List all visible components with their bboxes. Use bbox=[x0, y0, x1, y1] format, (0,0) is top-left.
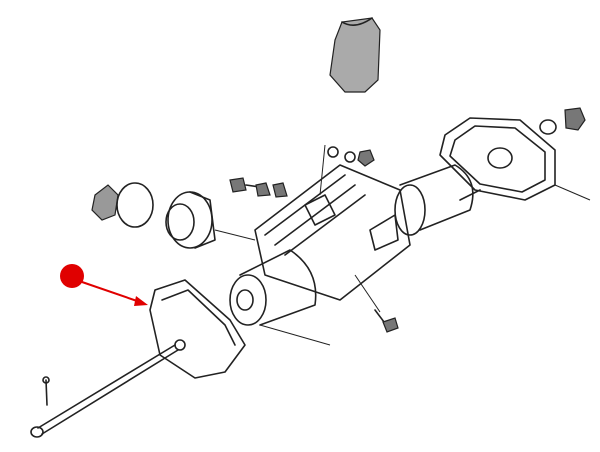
nut-washer-right bbox=[539, 107, 586, 135]
main-body-housing bbox=[254, 164, 411, 301]
rear-bulb-housing bbox=[394, 164, 474, 236]
callout-marker bbox=[60, 264, 148, 306]
marker-dot bbox=[60, 264, 84, 288]
front-lens-part bbox=[149, 279, 246, 379]
left-nut-ring-socket bbox=[91, 182, 256, 249]
rubber-boot-part bbox=[329, 17, 381, 93]
rear-lens-part bbox=[439, 117, 591, 201]
marker-arrowhead bbox=[134, 296, 148, 306]
fastener-set bbox=[229, 144, 375, 198]
marker-arrow-line bbox=[81, 281, 141, 303]
long-screw-rod bbox=[30, 274, 399, 438]
front-bulb-housing bbox=[229, 249, 331, 346]
